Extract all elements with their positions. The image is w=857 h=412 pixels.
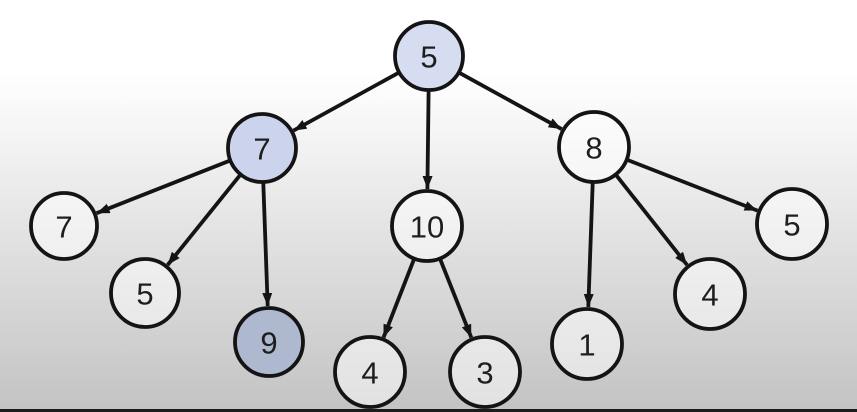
node-circle bbox=[29, 191, 99, 261]
node-label: 4 bbox=[701, 278, 718, 313]
edge-root5-n10 bbox=[422, 90, 433, 190]
edge-layer bbox=[95, 71, 759, 339]
tree-node-l9: 9 bbox=[233, 306, 305, 378]
tree-node-n8: 8 bbox=[557, 110, 631, 184]
tree-node-l5a: 5 bbox=[109, 257, 181, 329]
node-circle bbox=[550, 307, 624, 381]
node-circle bbox=[390, 189, 464, 263]
edge-n8-l5b bbox=[626, 158, 759, 213]
tree-node-l1: 1 bbox=[550, 307, 624, 381]
tree-node-n10: 10 bbox=[390, 189, 464, 263]
node-circle bbox=[333, 335, 407, 409]
tree-node-l4b: 4 bbox=[673, 257, 747, 331]
node-circle bbox=[226, 112, 298, 184]
edge-n8-l1 bbox=[583, 182, 595, 308]
node-label: 4 bbox=[361, 356, 378, 391]
edge-root5-n8 bbox=[458, 71, 563, 131]
edge-root5-n7 bbox=[292, 71, 400, 133]
tree-node-n7: 7 bbox=[226, 112, 298, 184]
node-label: 7 bbox=[253, 132, 270, 167]
node-label: 5 bbox=[783, 208, 800, 243]
edge-n7-l5a bbox=[166, 174, 242, 267]
tree-node-l4a: 4 bbox=[333, 335, 407, 409]
edge-n7-l7 bbox=[95, 159, 231, 215]
tree-node-root5: 5 bbox=[393, 20, 465, 92]
node-circle bbox=[557, 110, 631, 184]
node-label: 3 bbox=[476, 356, 493, 391]
node-label: 8 bbox=[585, 131, 602, 166]
bottom-bar bbox=[0, 409, 857, 412]
edge-n10-l3 bbox=[438, 258, 474, 339]
edge-n10-l4a bbox=[381, 258, 416, 339]
node-label: 1 bbox=[578, 328, 595, 363]
node-circle bbox=[755, 187, 829, 261]
node-circle bbox=[448, 335, 522, 409]
tree-node-l7: 7 bbox=[29, 191, 99, 261]
node-circle bbox=[673, 257, 747, 331]
tree-node-l5b: 5 bbox=[755, 187, 829, 261]
edge-n7-l9 bbox=[261, 182, 273, 307]
node-label: 7 bbox=[55, 210, 72, 245]
node-circle bbox=[393, 20, 465, 92]
node-label: 10 bbox=[410, 210, 444, 245]
node-layer: 5 7 10 8 7 5 9 4 3 1 4 5 bbox=[29, 20, 829, 409]
node-circle bbox=[109, 257, 181, 329]
tree-node-l3: 3 bbox=[448, 335, 522, 409]
node-label: 5 bbox=[136, 277, 153, 312]
node-circle bbox=[233, 306, 305, 378]
edge-n8-l4b bbox=[614, 174, 689, 267]
node-label: 5 bbox=[420, 40, 437, 75]
node-label: 9 bbox=[260, 326, 277, 361]
